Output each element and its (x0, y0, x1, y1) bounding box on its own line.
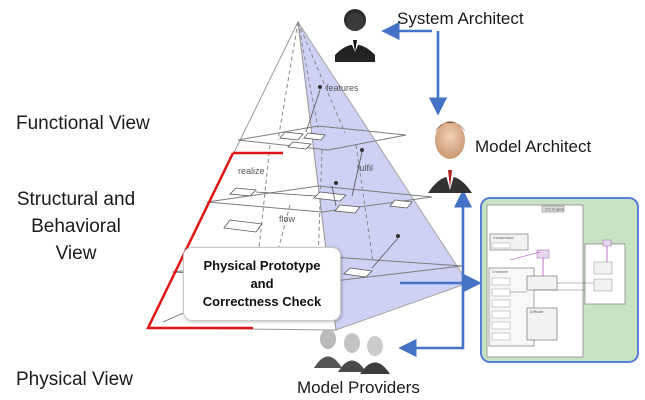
label-model-architect: Model Architect (475, 137, 592, 156)
annotation-realize: realize (238, 166, 265, 176)
pyramid-links (255, 89, 399, 269)
svg-text:Ctrl Engine: Ctrl Engine (545, 208, 564, 212)
label-system-architect: System Architect (397, 9, 524, 28)
svg-text:Diffuser: Diffuser (530, 310, 544, 314)
annotation-flow: flow (279, 214, 296, 224)
svg-text:Compressor: Compressor (493, 236, 515, 240)
label-structural-line1: Structural and (16, 189, 136, 210)
arrow-to-model-providers (398, 338, 465, 358)
callout-line3: Correctness Check (202, 294, 322, 309)
svg-text:Chamber: Chamber (492, 270, 509, 274)
pyramid-dashed-guides (257, 21, 374, 263)
label-structural-line2: Behavioral (31, 216, 121, 237)
callout-line1: Physical Prototype (203, 258, 321, 273)
structural-layer-blocks (223, 187, 413, 233)
physical-prototype-callout: Physical Prototype and Correctness Check (183, 247, 341, 321)
label-model-providers: Model Providers (297, 378, 420, 397)
functional-layer-blocks (279, 131, 326, 150)
system-architect-icon (335, 9, 375, 62)
physical-bracket (146, 152, 253, 330)
label-structural-behavioral-view: Structural and Behavioral View (8, 186, 144, 267)
connector-arrows (381, 21, 482, 358)
pyramid-layer-structural (206, 185, 433, 213)
pyramid-dots (318, 85, 400, 238)
annotation-features: features (326, 83, 359, 93)
label-functional-view: Functional View (16, 113, 150, 134)
label-physical-view: Physical View (16, 369, 133, 390)
tool-screenshot: Ctrl Engine Compressor Chamber Diffuser (480, 197, 639, 363)
callout-line2: and (250, 276, 274, 291)
label-structural-line3: View (55, 243, 97, 264)
annotation-fulfil: fulfil (357, 163, 373, 173)
physical-layer-blocks (343, 267, 373, 278)
model-providers-icon (314, 329, 390, 374)
model-architect-icon (428, 121, 472, 193)
